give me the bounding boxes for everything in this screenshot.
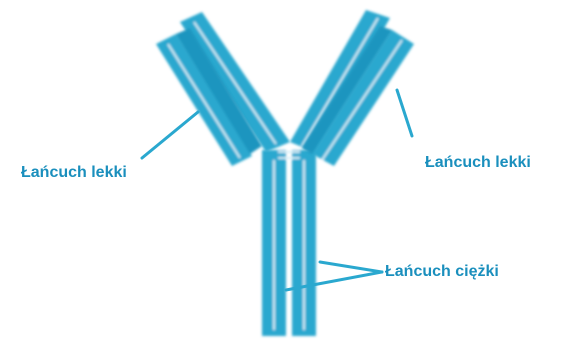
heavy-chain-stem bbox=[262, 150, 316, 336]
label-light-chain-left: Łańcuch lekki bbox=[21, 165, 127, 181]
pointer-line-light-right bbox=[397, 90, 412, 136]
label-heavy-chain: Łańcuch ciężki bbox=[385, 264, 499, 280]
label-light-chain-right: Łańcuch lekki bbox=[425, 155, 531, 171]
pointer-line-heavy-b bbox=[320, 262, 382, 272]
pointer-line-light-left bbox=[142, 112, 198, 158]
